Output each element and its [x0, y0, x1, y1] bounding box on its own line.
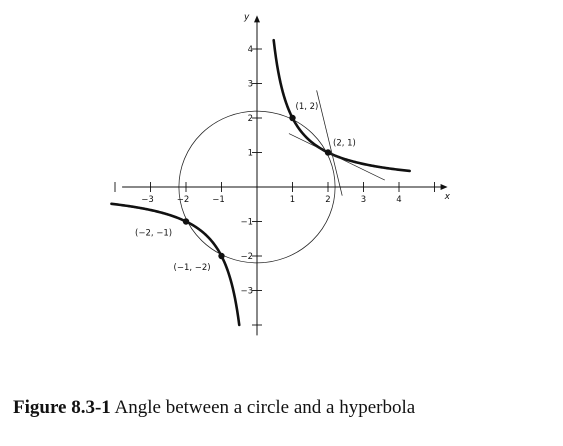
y-tick-label: −1 — [240, 218, 253, 228]
tangent-line-4 — [316, 90, 343, 196]
y-axis-arrow — [254, 15, 260, 23]
point-label: (−1, −2) — [174, 263, 211, 273]
tangent-line-3 — [288, 133, 385, 181]
x-tick-label: −1 — [212, 195, 225, 205]
x-tick-label: 4 — [396, 195, 401, 205]
point-label: (−2, −1) — [135, 229, 172, 239]
x-tick-label: 1 — [290, 195, 295, 205]
x-tick-label: −3 — [141, 195, 154, 205]
x-axis-label: x — [444, 192, 451, 202]
hyperbola-branch-1 — [272, 38, 411, 173]
x-tick-label: −2 — [177, 195, 190, 205]
caption-text: Angle between a circle and a hyperbola — [110, 397, 416, 418]
y-tick-label: −3 — [240, 287, 253, 297]
x-axis-arrow — [440, 184, 448, 190]
intersection-point — [324, 149, 332, 156]
hyperbola-branch-2 — [110, 202, 241, 327]
curves-layer — [110, 38, 411, 327]
x-tick-label: 2 — [325, 195, 330, 205]
point-label: (1, 2) — [296, 102, 319, 112]
intersection-point — [218, 252, 225, 260]
point-label: (2, 1) — [333, 139, 356, 149]
intersection-point — [289, 114, 296, 122]
figure-number: Figure 8.3-1 — [13, 397, 111, 418]
x-tick-label: 3 — [361, 195, 366, 205]
points-layer: (1, 2) (2, 1) (−2, −1) (−1, −2) — [135, 102, 356, 273]
y-tick-label: 4 — [248, 45, 253, 55]
y-tick-label: 2 — [248, 114, 253, 124]
figure-caption: Figure 8.3-1 Angle between a circle and … — [13, 397, 415, 419]
intersection-point — [182, 218, 190, 225]
y-axis-label: y — [243, 12, 250, 22]
y-tick-label: 3 — [248, 80, 253, 90]
axes-layer: xy — [122, 12, 451, 336]
ticks-layer: −3 −2 −1 1 2 3 4 −3 −2 −1 1 2 3 4 — [114, 45, 435, 326]
y-tick-label: 1 — [248, 149, 253, 159]
y-tick-label: −2 — [240, 252, 253, 262]
